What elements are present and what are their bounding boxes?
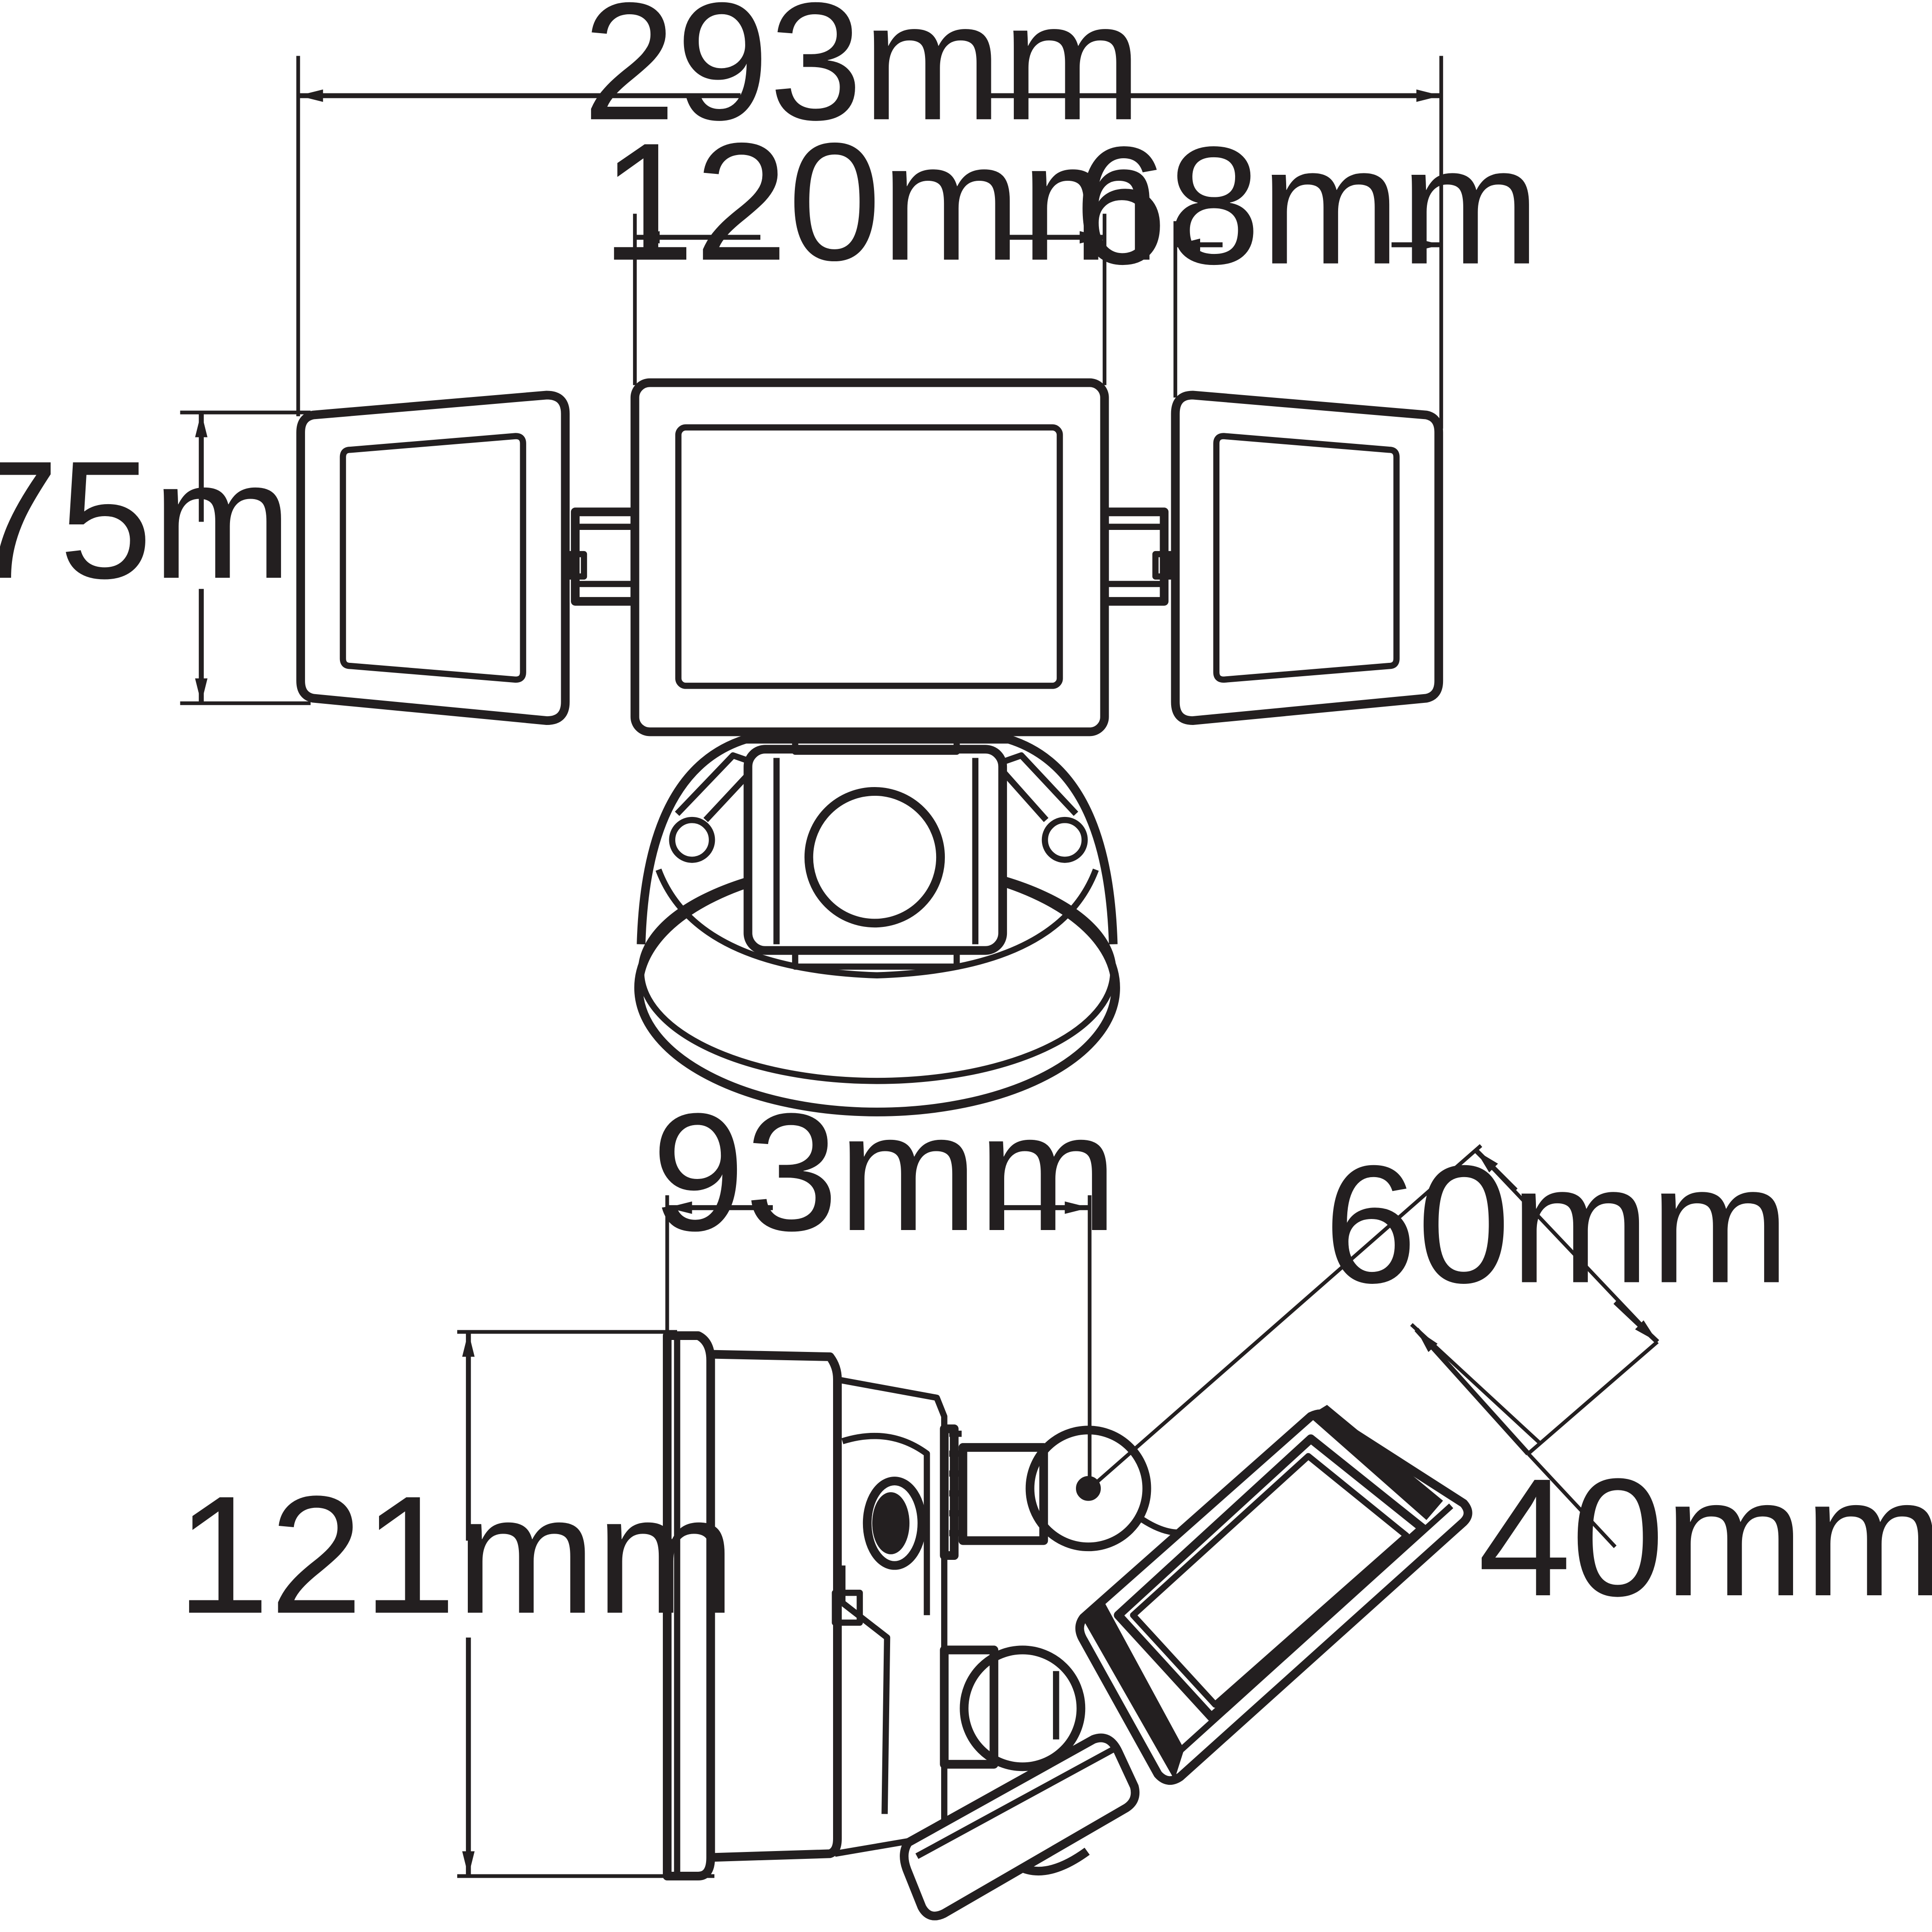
label-93mm: 93mm (652, 1079, 1118, 1266)
side-upper-arm (940, 1424, 1191, 1560)
front-view: 293mm 120mm 68mm 75mm (0, 0, 1540, 1116)
dim-side-width: 68mm (1074, 112, 1540, 299)
dim-overall-width: 293mm (298, 0, 1442, 155)
label-60mm: 60mm (1324, 1131, 1790, 1318)
front-sensor-lens-icon (804, 787, 945, 928)
front-sensor (743, 730, 1007, 955)
dim-head-depth: 40mm (1414, 1328, 1932, 1631)
front-center-head (630, 378, 1109, 736)
front-left-head (296, 391, 570, 725)
side-right-head (1075, 1405, 1472, 1785)
dim-center-width: 120mm (601, 109, 1161, 296)
front-right-head (1171, 391, 1443, 725)
dim-total-height: 121mm (176, 1332, 736, 1876)
front-connectors (566, 507, 1174, 606)
side-view: 93mm 121mm 60mm 40mm (176, 1079, 1932, 1920)
side-lower-arm (940, 1645, 1086, 1771)
pivot-screw-icon (1076, 1476, 1101, 1501)
label-68mm: 68mm (1074, 112, 1540, 299)
side-sensor-lens-icon (872, 1492, 910, 1554)
ext-line-60-a (1088, 1144, 1483, 1490)
side-lower-head (900, 1733, 1140, 1920)
label-120mm: 120mm (601, 109, 1161, 296)
label-40mm: 40mm (1478, 1444, 1932, 1631)
label-293mm: 293mm (583, 0, 1142, 155)
side-wall-base (662, 1331, 948, 1880)
label-121mm: 121mm (176, 1461, 736, 1649)
side-sensor (832, 1477, 926, 1814)
dim-head-width: 60mm (1324, 1131, 1790, 1344)
dim-depth: 93mm (652, 1079, 1118, 1266)
